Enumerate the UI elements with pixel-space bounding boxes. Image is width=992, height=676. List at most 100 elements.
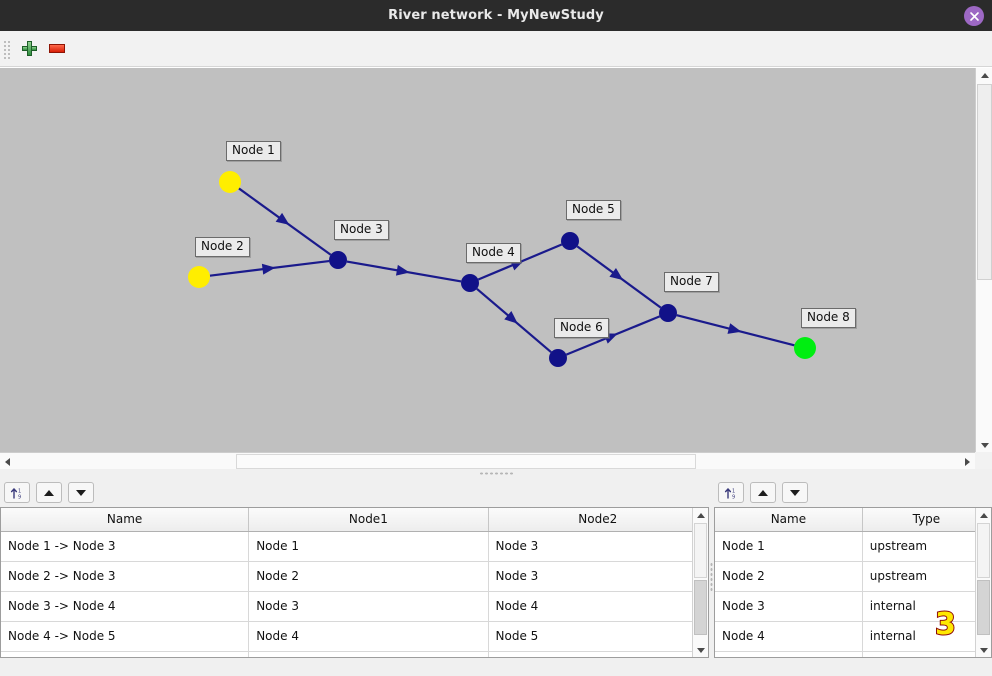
column-header[interactable]: Type <box>862 508 991 532</box>
network-graph-canvas[interactable]: Node 1 Node 2 Node 3 Node 4 Node 5 Node 6 Node… <box>0 68 975 453</box>
nodes-table-scrollbar[interactable] <box>975 508 991 657</box>
sort-ascending-icon: 1 9 <box>10 487 21 500</box>
nodes-scroll-thumb-upper[interactable] <box>977 523 990 578</box>
table-cell[interactable]: Node 1 <box>248 531 489 562</box>
table-cell[interactable]: Node 4 <box>715 621 863 652</box>
column-header[interactable]: Node1 <box>248 508 489 532</box>
svg-text:1: 1 <box>732 488 735 494</box>
reaches-table-scrollbar[interactable] <box>692 508 708 657</box>
table-cell[interactable] <box>248 651 489 657</box>
graph-scroll-right-button[interactable] <box>960 453 975 470</box>
table-row[interactable] <box>715 651 991 657</box>
move-down-icon <box>790 489 800 496</box>
graph-node[interactable] <box>659 304 677 322</box>
table-cell[interactable]: Node 4 <box>248 621 489 652</box>
chevron-up-icon <box>980 512 988 518</box>
reaches-move-up-button[interactable] <box>36 482 62 503</box>
graph-scroll-left-button[interactable] <box>0 453 15 470</box>
graph-node[interactable] <box>188 266 210 288</box>
graph-scroll-up-button[interactable] <box>976 68 992 83</box>
svg-text:9: 9 <box>732 494 735 500</box>
reaches-sort-button[interactable]: 1 9 <box>4 482 30 503</box>
table-cell[interactable] <box>715 651 863 657</box>
graph-node-label[interactable]: Node 5 <box>566 200 621 220</box>
remove-node-button[interactable] <box>43 35 71 63</box>
table-cell[interactable]: Node 3 <box>715 591 863 622</box>
graph-node[interactable] <box>329 251 347 269</box>
table-cell[interactable]: Node 1 -> Node 3 <box>1 531 250 562</box>
graph-node[interactable] <box>794 337 816 359</box>
nodes-scroll-thumb[interactable] <box>977 580 990 635</box>
reaches-move-down-button[interactable] <box>68 482 94 503</box>
add-node-button[interactable] <box>15 35 43 63</box>
graph-scroll-down-button[interactable] <box>976 438 992 453</box>
column-header[interactable]: Name <box>1 508 250 532</box>
vertical-splitter[interactable] <box>709 478 714 676</box>
table-cell[interactable] <box>862 651 991 657</box>
table-cell[interactable]: Node 2 -> Node 3 <box>1 561 250 592</box>
nodes-toolbar: 1 9 <box>714 478 992 507</box>
table-cell[interactable]: Node 2 <box>248 561 489 592</box>
table-cell[interactable]: Node 2 <box>715 561 863 592</box>
table-cell[interactable]: Node 4 -> Node 5 <box>1 621 250 652</box>
table-cell[interactable]: Node 3 <box>488 531 708 562</box>
table-cell[interactable] <box>1 651 250 657</box>
close-window-button[interactable] <box>964 6 984 26</box>
reaches-scroll-down-button[interactable] <box>693 643 708 657</box>
table-cell[interactable]: upstream <box>862 531 991 562</box>
nodes-scroll-up-button[interactable] <box>976 508 991 522</box>
nodes-scroll-down-button[interactable] <box>976 643 991 657</box>
reaches-scroll-thumb-upper[interactable] <box>694 523 707 578</box>
table-cell[interactable]: Node 1 <box>715 531 863 562</box>
table-cell[interactable]: internal <box>862 621 991 652</box>
graph-node-label[interactable]: Node 3 <box>334 220 389 240</box>
reaches-scroll-up-button[interactable] <box>693 508 708 522</box>
table-cell[interactable]: Node 5 <box>488 621 708 652</box>
graph-vertical-scrollbar[interactable] <box>975 68 992 453</box>
graph-node-label[interactable]: Node 8 <box>801 308 856 328</box>
nodes-sort-button[interactable]: 1 9 <box>718 482 744 503</box>
column-header[interactable]: Node2 <box>488 508 708 532</box>
graph-node-label[interactable]: Node 2 <box>195 237 250 257</box>
svg-text:1: 1 <box>18 488 21 494</box>
graph-node-label[interactable]: Node 4 <box>466 243 521 263</box>
table-cell[interactable]: Node 3 -> Node 4 <box>1 591 250 622</box>
horizontal-splitter[interactable] <box>0 469 992 478</box>
table-cell[interactable] <box>488 651 708 657</box>
table-cell[interactable]: Node 4 <box>488 591 708 622</box>
graph-vertical-scroll-thumb[interactable] <box>977 84 992 280</box>
graph-node[interactable] <box>561 232 579 250</box>
nodes-move-up-button[interactable] <box>750 482 776 503</box>
table-cell[interactable]: internal <box>862 591 991 622</box>
toolbar-drag-handle[interactable] <box>3 38 11 59</box>
table-cell[interactable]: upstream <box>862 561 991 592</box>
graph-horizontal-scrollbar[interactable] <box>0 452 975 469</box>
graph-node[interactable] <box>219 171 241 193</box>
table-cell[interactable]: Node 3 <box>248 591 489 622</box>
graph-node-label[interactable]: Node 7 <box>664 272 719 292</box>
graph-node-label[interactable]: Node 6 <box>554 318 609 338</box>
reaches-scroll-thumb[interactable] <box>694 580 707 635</box>
column-header[interactable]: Name <box>715 508 863 532</box>
graph-node[interactable] <box>549 349 567 367</box>
nodes-move-down-button[interactable] <box>782 482 808 503</box>
table-cell[interactable]: Node 3 <box>488 561 708 592</box>
graph-node-label[interactable]: Node 1 <box>226 141 281 161</box>
graph-horizontal-scroll-thumb[interactable] <box>236 454 696 469</box>
graph-node[interactable] <box>461 274 479 292</box>
table-row[interactable] <box>1 651 708 657</box>
